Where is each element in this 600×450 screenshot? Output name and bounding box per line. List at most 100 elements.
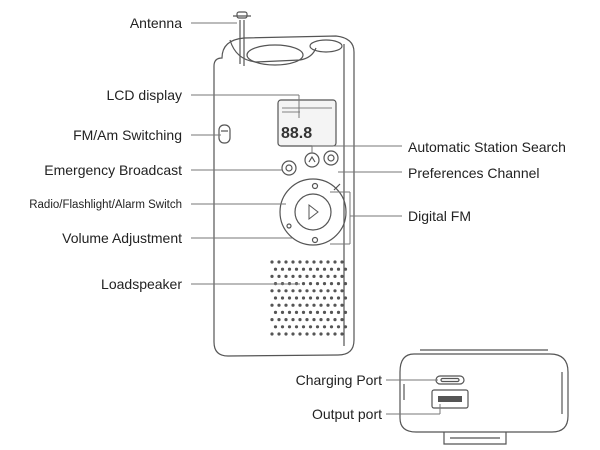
lcd-readout: 88.8 xyxy=(281,125,312,142)
speaker-hole xyxy=(291,260,295,264)
speaker-hole xyxy=(298,289,302,293)
speaker-hole xyxy=(329,296,334,300)
speaker-hole xyxy=(326,274,330,278)
speaker-hole xyxy=(301,267,306,271)
speaker-hole xyxy=(287,325,292,329)
speaker-hole xyxy=(270,303,274,307)
speaker-hole xyxy=(270,260,274,264)
speaker-hole xyxy=(315,310,320,314)
speaker-hole xyxy=(305,260,309,264)
speaker-hole xyxy=(280,267,285,271)
speaker-hole xyxy=(315,282,320,286)
speaker-hole xyxy=(277,332,281,336)
speaker-hole xyxy=(291,274,295,278)
speaker-hole xyxy=(284,332,288,336)
speaker-hole xyxy=(336,296,341,300)
speaker-hole xyxy=(291,303,295,307)
speaker-hole xyxy=(315,267,320,271)
speaker-hole xyxy=(273,267,278,271)
speaker-hole xyxy=(270,289,274,293)
speaker-hole xyxy=(294,267,299,271)
label-emergency-broadcast: Emergency Broadcast xyxy=(44,162,182,178)
speaker-hole xyxy=(270,332,274,336)
speaker-hole xyxy=(319,260,323,264)
speaker-hole xyxy=(287,296,292,300)
label-antenna: Antenna xyxy=(129,15,182,31)
speaker-hole xyxy=(326,303,330,307)
speaker-hole xyxy=(336,282,341,286)
speaker-hole xyxy=(277,274,281,278)
speaker-hole xyxy=(308,296,313,300)
label-automatic-station-search: Automatic Station Search xyxy=(408,139,566,155)
speaker-hole xyxy=(301,325,306,329)
speaker-hole xyxy=(308,267,313,271)
speaker-hole xyxy=(340,318,344,322)
speaker-hole xyxy=(294,325,299,329)
speaker-hole xyxy=(284,274,288,278)
label-fm-am-switching: FM/Am Switching xyxy=(73,127,182,143)
speaker-hole xyxy=(308,282,313,286)
label-preferences-channel: Preferences Channel xyxy=(408,165,540,181)
speaker-hole xyxy=(336,325,341,329)
speaker-hole xyxy=(301,310,306,314)
speaker-hole xyxy=(284,289,288,293)
speaker-grille xyxy=(270,260,348,336)
label-digital-fm: Digital FM xyxy=(408,208,472,224)
speaker-hole xyxy=(322,282,327,286)
speaker-hole xyxy=(312,274,316,278)
speaker-hole xyxy=(343,325,348,329)
speaker-hole xyxy=(343,296,348,300)
speaker-hole xyxy=(273,296,278,300)
speaker-hole xyxy=(287,267,292,271)
speaker-hole xyxy=(305,289,309,293)
speaker-hole xyxy=(284,318,288,322)
speaker-hole xyxy=(333,274,337,278)
label-mode-switch: Radio/Flashlight/Alarm Switch xyxy=(29,199,182,211)
auto-search-button xyxy=(304,152,320,168)
speaker-hole xyxy=(298,318,302,322)
speaker-hole xyxy=(277,260,281,264)
speaker-hole xyxy=(294,310,299,314)
speaker-hole xyxy=(294,296,299,300)
speaker-hole xyxy=(298,332,302,336)
speaker-hole xyxy=(277,303,281,307)
speaker-hole xyxy=(301,296,306,300)
speaker-hole xyxy=(319,318,323,322)
speaker-hole xyxy=(319,289,323,293)
speaker-hole xyxy=(291,289,295,293)
speaker-hole xyxy=(319,303,323,307)
lcd-display xyxy=(277,99,337,147)
radio-body xyxy=(213,35,355,357)
speaker-hole xyxy=(329,282,334,286)
speaker-hole xyxy=(312,289,316,293)
label-charging-port: Charging Port xyxy=(295,372,382,388)
speaker-hole xyxy=(319,332,323,336)
speaker-hole xyxy=(322,296,327,300)
speaker-hole xyxy=(298,260,302,264)
speaker-hole xyxy=(340,260,344,264)
speaker-hole xyxy=(329,267,334,271)
speaker-hole xyxy=(319,274,323,278)
speaker-hole xyxy=(340,332,344,336)
leader-lines xyxy=(191,22,441,415)
speaker-hole xyxy=(322,267,327,271)
speaker-hole xyxy=(308,310,313,314)
speaker-hole xyxy=(333,332,337,336)
speaker-hole xyxy=(315,325,320,329)
speaker-hole xyxy=(336,267,341,271)
speaker-hole xyxy=(305,318,309,322)
speaker-hole xyxy=(343,267,348,271)
preferences-button xyxy=(323,150,339,166)
speaker-hole xyxy=(322,325,327,329)
port-panel xyxy=(399,349,569,445)
speaker-hole xyxy=(284,260,288,264)
label-volume-adjustment: Volume Adjustment xyxy=(62,230,182,246)
speaker-hole xyxy=(322,310,327,314)
speaker-hole xyxy=(326,289,330,293)
speaker-hole xyxy=(333,260,337,264)
speaker-hole xyxy=(333,289,337,293)
speaker-hole xyxy=(315,296,320,300)
speaker-hole xyxy=(305,303,309,307)
speaker-hole xyxy=(287,310,292,314)
